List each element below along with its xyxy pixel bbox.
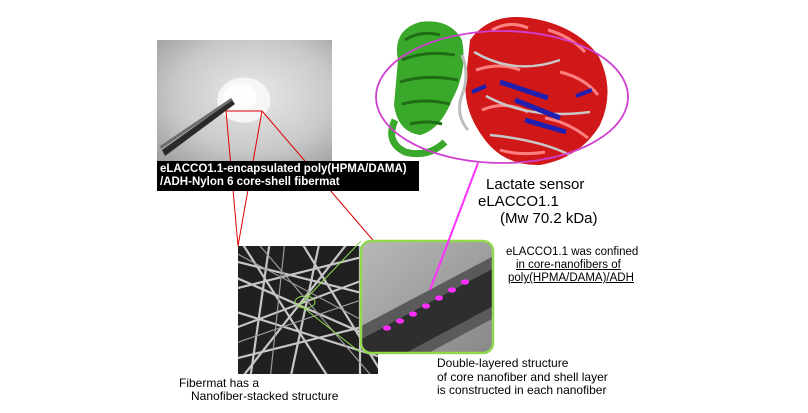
fibermat-label: eLACCO1.1-encapsulated poly(HPMA/DAMA) /… [157, 161, 419, 191]
fibermat-description-line2: Nanofiber-stacked structure [191, 389, 339, 403]
protein-structure [388, 16, 608, 166]
double-layer-description: Double-layered structure of core nanofib… [437, 356, 608, 398]
fibermat-label-line2: /ADH-Nylon 6 core-shell fibermat [160, 176, 340, 188]
double-layer-description-line2: of core nanofiber and shell layer [437, 369, 608, 384]
double-layer-description-line3: is constructed in each nanofiber [437, 383, 607, 397]
sensor-mw: (Mw 70.2 kDa) [500, 210, 598, 227]
confinement-note: eLACCO1.1 was confined in core-nanofiber… [496, 246, 682, 285]
protein-ellipse [375, 30, 629, 164]
tem-image [359, 239, 495, 355]
confinement-note-line3: poly(HPMA/DAMA)/ADH [508, 272, 634, 284]
fibermat-label-line1: eLACCO1.1-encapsulated poly(HPMA/DAMA) [160, 163, 407, 175]
confinement-note-line1: eLACCO1.1 was confined [506, 246, 639, 258]
fibermat-description-line1: Fibermat has a [179, 376, 260, 390]
sensor-title: Lactate sensor [486, 176, 585, 193]
core-dots [383, 279, 469, 331]
fibermat-photo [157, 40, 332, 163]
sensor-name: eLACCO1.1 [478, 193, 559, 210]
confinement-note-line2: in core-nanofibers of [516, 259, 621, 271]
double-layer-description-line1: Double-layered structure [437, 356, 569, 370]
encapsulation-pointer [429, 162, 479, 291]
zoom-rays [294, 240, 362, 354]
fibermat-description: Fibermat has a Nanofiber-stacked structu… [179, 377, 338, 403]
